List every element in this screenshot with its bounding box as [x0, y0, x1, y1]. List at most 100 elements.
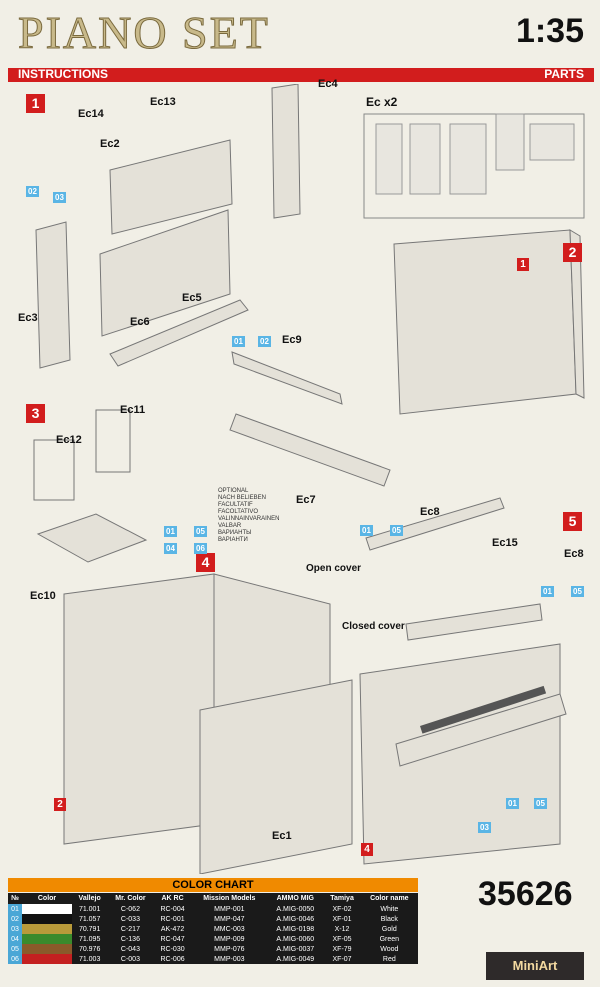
col-header: AMMO MIG [267, 893, 324, 904]
color-chart-table: № Color Vallejo Mr. Color AK RC Mission … [8, 893, 418, 964]
cell-ak: AK-472 [153, 924, 192, 934]
cell-ammo: A.MIG-0198 [267, 924, 324, 934]
open-cover-label: Open cover [306, 563, 362, 574]
cell-ammo: A.MIG-0050 [267, 904, 324, 914]
col-header: № [8, 893, 22, 904]
color-code: 03 [478, 822, 491, 833]
callout-ec7: Ec7 [296, 494, 316, 506]
color-code: 01 [164, 526, 177, 537]
cell-vallejo: 71.001 [72, 904, 108, 914]
color-code: 05 [194, 526, 207, 537]
part-ec1-frame [199, 679, 353, 874]
color-code: 02 [258, 336, 271, 347]
part-ec8-cover [365, 497, 505, 551]
cell-name: Red [360, 954, 418, 964]
cell-mr: C-033 [107, 914, 154, 924]
cell-tamiya: XF-05 [323, 934, 361, 944]
cell-ammo: A.MIG-0037 [267, 944, 324, 954]
step-badge-5: 5 [563, 512, 582, 531]
cell-tamiya: XF-01 [323, 914, 361, 924]
cell-name: White [360, 904, 418, 914]
col-header: Mr. Color [107, 893, 154, 904]
callout-ec8-top: Ec8 [420, 506, 440, 518]
col-header: Mission Models [191, 893, 268, 904]
assembly-diagram [33, 84, 585, 874]
parts-sprue [363, 113, 585, 219]
part-ec11-leg [95, 409, 131, 473]
row-number: 02 [8, 914, 22, 924]
cell-name: Wood [360, 944, 418, 954]
step-badge-1: 1 [26, 94, 45, 113]
part-ec7-shelf [229, 413, 391, 487]
part-piano-upright [393, 229, 577, 415]
cell-name: Black [360, 914, 418, 924]
color-code: 05 [390, 525, 403, 536]
callout-ec13: Ec13 [150, 96, 176, 108]
part-ec2-panel [109, 139, 233, 235]
cell-tamiya: XF-79 [323, 944, 361, 954]
part-piano-body [63, 573, 215, 845]
marker-4: 4 [361, 843, 373, 856]
color-code: 01 [506, 798, 519, 809]
color-code: 02 [26, 186, 39, 197]
color-swatch [22, 914, 72, 924]
callout-ec6: Ec6 [130, 316, 150, 328]
cell-name: Gold [360, 924, 418, 934]
callout-ec1: Ec1 [272, 830, 292, 842]
callout-ec15: Ec15 [492, 537, 518, 549]
col-header: Tamiya [323, 893, 361, 904]
col-header: Vallejo [72, 893, 108, 904]
cell-ak: RC-004 [153, 904, 192, 914]
col-header: AK RC [153, 893, 192, 904]
step-badge-2: 2 [563, 243, 582, 262]
color-code: 03 [53, 192, 66, 203]
color-swatch [22, 934, 72, 944]
callout-ec11: Ec11 [120, 404, 146, 416]
row-number: 05 [8, 944, 22, 954]
part-ec5-base [109, 299, 249, 367]
callout-ec2: Ec2 [100, 138, 120, 150]
instructions-label: INSTRUCTIONS [18, 67, 108, 81]
cell-ammo: A.MIG-0060 [267, 934, 324, 944]
cell-ak: RC-001 [153, 914, 192, 924]
part-ec12-leg [33, 439, 75, 501]
row-number: 01 [8, 904, 22, 914]
product-code: 35626 [478, 875, 573, 913]
callout-ec10: Ec10 [30, 590, 56, 602]
part-ec9-keyboard [231, 351, 343, 405]
part-keyboard-final [395, 693, 567, 767]
part-ec4-side [271, 84, 301, 219]
cell-vallejo: 70.976 [72, 944, 108, 954]
col-header: Color [22, 893, 72, 904]
cell-ak: RC-030 [153, 944, 192, 954]
cell-mission: MMP-001 [191, 904, 268, 914]
cell-name: Green [360, 934, 418, 944]
cell-mission: MMP-076 [191, 944, 268, 954]
cell-ak: RC-047 [153, 934, 192, 944]
cell-vallejo: 71.003 [72, 954, 108, 964]
cell-tamiya: XF-02 [323, 904, 361, 914]
color-swatch [22, 904, 72, 914]
cell-ak: RC-006 [153, 954, 192, 964]
part-piano-final [359, 643, 561, 865]
cell-ammo: A.MIG-0046 [267, 914, 324, 924]
callout-ec4: Ec4 [318, 78, 338, 90]
row-number: 03 [8, 924, 22, 934]
color-chart-title: COLOR CHART [8, 878, 418, 892]
part-ec10-bench [36, 513, 148, 563]
color-swatch [22, 944, 72, 954]
cell-mr: C-217 [107, 924, 154, 934]
color-code: 04 [164, 543, 177, 554]
marker-1: 1 [517, 258, 529, 271]
cell-mr: C-062 [107, 904, 154, 914]
cell-vallejo: 70.791 [72, 924, 108, 934]
color-code: 01 [541, 586, 554, 597]
section-bar [8, 68, 594, 82]
marker-2-a: 2 [54, 798, 66, 811]
row-number: 06 [8, 954, 22, 964]
cell-tamiya: XF-07 [323, 954, 361, 964]
